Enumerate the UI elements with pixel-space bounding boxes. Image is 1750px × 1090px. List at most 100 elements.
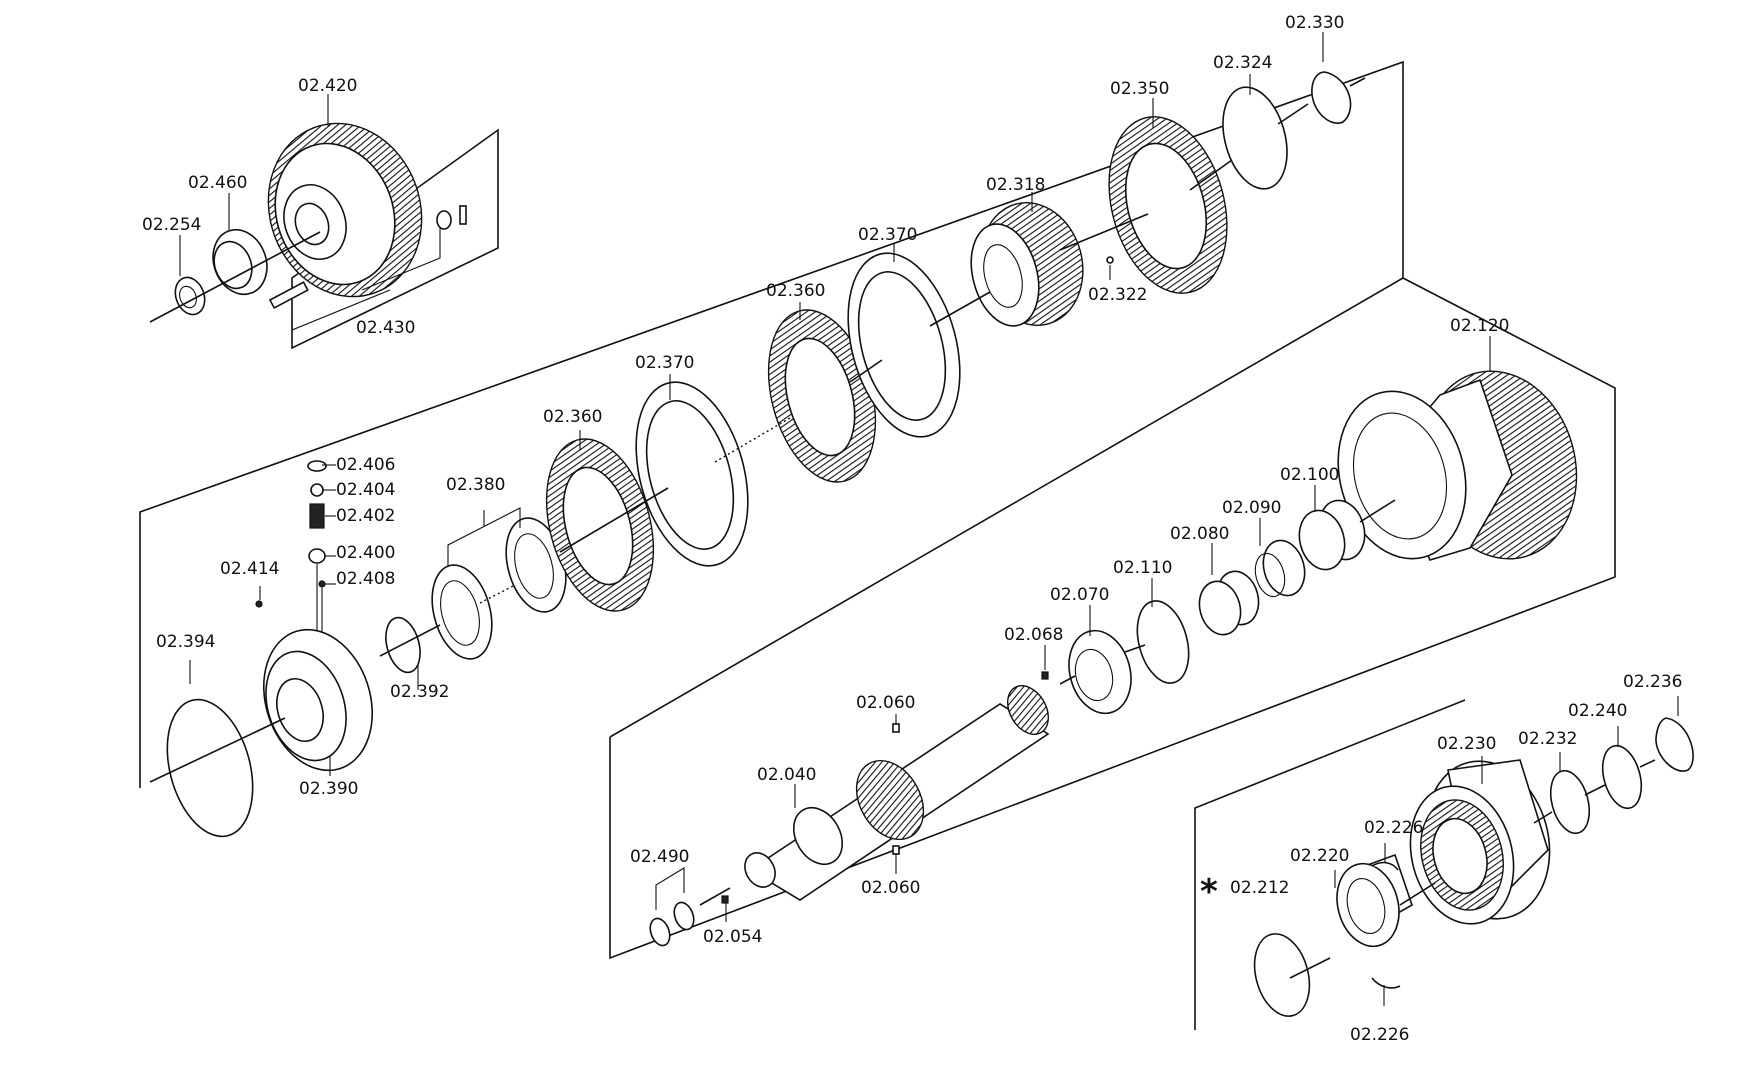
label-02-380: 02.380 bbox=[446, 475, 505, 495]
label-02-414: 02.414 bbox=[220, 559, 279, 579]
hub-02-318 bbox=[970, 202, 1084, 327]
ball-02-054 bbox=[721, 895, 729, 904]
label-02-068: 02.068 bbox=[1004, 625, 1063, 645]
bracket-02-490 bbox=[655, 867, 685, 910]
leader-02-430 bbox=[291, 228, 441, 331]
bolts-02-430 bbox=[268, 205, 467, 310]
half-ring-02-226-top bbox=[1371, 861, 1399, 871]
leader-lines bbox=[179, 32, 1679, 1006]
disc-carrier-02-350 bbox=[1108, 116, 1228, 294]
axis-lower-right-4 bbox=[1584, 784, 1606, 796]
label-02-054: 02.054 bbox=[703, 927, 762, 947]
label-02-318: 02.318 bbox=[986, 175, 1045, 195]
friction-disc-02-360-upper bbox=[767, 309, 877, 483]
frame-upper-left bbox=[291, 128, 499, 350]
ring-02-324 bbox=[1222, 86, 1288, 190]
label-02-350: 02.350 bbox=[1110, 79, 1169, 99]
label-02-070: 02.070 bbox=[1050, 585, 1109, 605]
bushing-02-100 bbox=[1298, 499, 1366, 571]
label-02-360-lower: 02.360 bbox=[543, 407, 602, 427]
valve-stack bbox=[255, 460, 327, 632]
label-02-110: 02.110 bbox=[1113, 558, 1172, 578]
steel-disc-02-370-upper bbox=[847, 252, 961, 438]
sleeve-02-220 bbox=[1336, 853, 1413, 948]
label-02-408: 02.408 bbox=[336, 569, 395, 589]
frame-shaft-group bbox=[609, 277, 1616, 960]
shaft-02-040 bbox=[744, 685, 1050, 901]
label-02-220: 02.220 bbox=[1290, 846, 1349, 866]
label-02-240: 02.240 bbox=[1568, 701, 1627, 721]
label-02-040: 02.040 bbox=[757, 765, 816, 785]
label-02-232: 02.232 bbox=[1518, 729, 1577, 749]
label-02-490: 02.490 bbox=[630, 847, 689, 867]
ring-02-240 bbox=[1601, 744, 1643, 810]
label-02-060-top: 02.060 bbox=[856, 693, 915, 713]
label-02-212: 02.212 bbox=[1230, 878, 1289, 898]
frame-main-clutch bbox=[139, 60, 1404, 788]
bearing-02-230 bbox=[1409, 759, 1551, 925]
half-ring-02-226-bottom bbox=[1371, 977, 1401, 989]
label-02-080: 02.080 bbox=[1170, 524, 1229, 544]
axis-shaft-4 bbox=[1359, 499, 1396, 523]
label-02-360-upper: 02.360 bbox=[766, 281, 825, 301]
label-02-370-upper: 02.370 bbox=[858, 225, 917, 245]
shim-02-212 bbox=[1253, 933, 1311, 1017]
label-02-226-bottom: 02.226 bbox=[1350, 1025, 1409, 1045]
label-02-392: 02.392 bbox=[390, 682, 449, 702]
seal-02-070 bbox=[1068, 629, 1132, 715]
nut-02-254 bbox=[174, 276, 206, 316]
label-02-430: 02.430 bbox=[356, 318, 415, 338]
label-02-254: 02.254 bbox=[142, 215, 201, 235]
disc-02-380 bbox=[431, 517, 567, 660]
bushing-02-090 bbox=[1254, 539, 1306, 598]
bracket-02-380 bbox=[447, 507, 521, 566]
ball-02-322 bbox=[1106, 256, 1114, 264]
label-02-324: 02.324 bbox=[1213, 53, 1272, 73]
ring-02-110 bbox=[1136, 600, 1190, 684]
label-02-100: 02.100 bbox=[1280, 465, 1339, 485]
ring-02-394 bbox=[166, 698, 254, 838]
snap-ring-02-236 bbox=[1655, 717, 1694, 772]
axis-lower-right-5 bbox=[1639, 759, 1656, 768]
axis-lower-right bbox=[1289, 957, 1331, 979]
label-02-236: 02.236 bbox=[1623, 672, 1682, 692]
axis-upper-left bbox=[149, 231, 321, 323]
label-02-400: 02.400 bbox=[336, 543, 395, 563]
bushing-02-080 bbox=[1198, 570, 1260, 636]
label-02-120: 02.120 bbox=[1450, 316, 1509, 336]
label-02-322: 02.322 bbox=[1088, 285, 1147, 305]
frame-lower-right bbox=[1194, 699, 1466, 1030]
piston-02-390 bbox=[262, 628, 374, 772]
label-02-390: 02.390 bbox=[299, 779, 358, 799]
axis-shaft-2 bbox=[1059, 675, 1076, 685]
steel-disc-02-370-lower bbox=[635, 381, 749, 567]
axis-clutch bbox=[149, 77, 1366, 783]
label-02-460: 02.460 bbox=[188, 173, 247, 193]
label-02-370-lower: 02.370 bbox=[635, 353, 694, 373]
label-02-230: 02.230 bbox=[1437, 734, 1496, 754]
ring-02-232 bbox=[1549, 769, 1591, 835]
axis-shaft bbox=[699, 887, 731, 906]
snap-ring-02-330 bbox=[1311, 71, 1352, 124]
part-labels: 02.420 02.460 02.254 02.430 02.350 02.32… bbox=[142, 13, 1682, 1045]
plug-02-068 bbox=[1041, 671, 1049, 680]
label-02-406: 02.406 bbox=[336, 455, 395, 475]
axis-shaft-3 bbox=[1124, 644, 1146, 653]
axis-lower-right-2 bbox=[1399, 882, 1436, 906]
label-02-404: 02.404 bbox=[336, 480, 395, 500]
assembly-frames bbox=[139, 60, 1616, 1030]
gear-02-420 bbox=[267, 122, 423, 298]
label-02-226-top: 02.226 bbox=[1364, 818, 1423, 838]
label-02-060-bottom: 02.060 bbox=[861, 878, 920, 898]
rings-02-490 bbox=[649, 901, 695, 947]
friction-disc-02-360-lower bbox=[545, 438, 655, 612]
label-02-402: 02.402 bbox=[336, 506, 395, 526]
axis-lower-right-3 bbox=[1533, 811, 1553, 824]
label-02-090: 02.090 bbox=[1222, 498, 1281, 518]
bearing-02-460 bbox=[212, 228, 268, 296]
label-02-420: 02.420 bbox=[298, 76, 357, 96]
label-02-330: 02.330 bbox=[1285, 13, 1344, 33]
label-02-394: 02.394 bbox=[156, 632, 215, 652]
asterisk-marker: * bbox=[1200, 872, 1218, 912]
